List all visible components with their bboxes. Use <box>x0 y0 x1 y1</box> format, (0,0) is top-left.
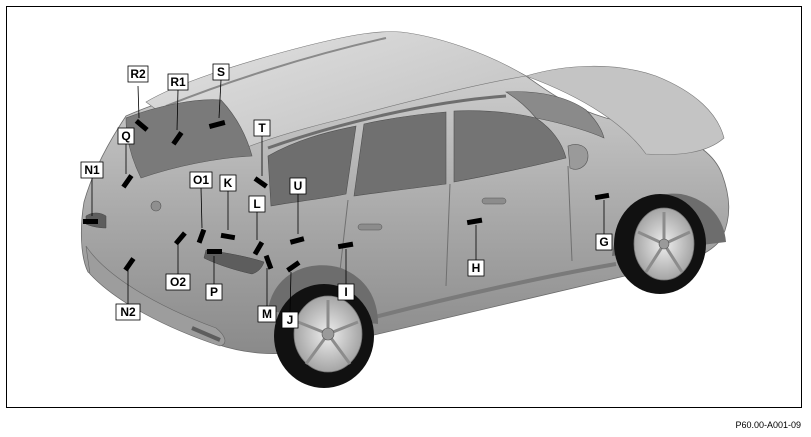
svg-text:T: T <box>258 121 266 135</box>
side-mirror <box>567 144 589 170</box>
marker-u <box>289 236 305 245</box>
label-m: M <box>257 305 277 323</box>
label-o2: O2 <box>165 273 191 291</box>
front-wheel <box>614 194 706 294</box>
svg-text:M: M <box>262 307 272 321</box>
svg-text:L: L <box>253 197 260 211</box>
svg-text:K: K <box>224 176 233 190</box>
svg-text:R2: R2 <box>130 67 146 81</box>
marker-s <box>208 119 226 129</box>
marker-q <box>121 174 134 189</box>
svg-text:R1: R1 <box>170 75 186 89</box>
label-n2: N2 <box>115 303 141 321</box>
label-k: K <box>219 174 237 192</box>
roof-rail <box>267 94 507 150</box>
label-r1: R1 <box>167 73 189 91</box>
label-s: S <box>212 63 230 81</box>
svg-text:O1: O1 <box>193 173 209 187</box>
side-window-front <box>453 110 567 183</box>
door-handle <box>357 223 383 231</box>
marker-n2 <box>123 257 136 272</box>
label-l: L <box>248 195 266 213</box>
svg-text:I: I <box>344 285 347 299</box>
roof-rail-rear <box>165 37 387 107</box>
rear-emblem <box>150 200 162 212</box>
marker-l <box>252 240 265 256</box>
svg-text:N1: N1 <box>84 163 100 177</box>
label-p: P <box>205 283 223 301</box>
marker-h <box>466 217 483 226</box>
marker-o2 <box>173 231 187 246</box>
label-o1: O1 <box>189 171 213 189</box>
svg-text:H: H <box>472 261 481 275</box>
exhaust-trim <box>191 326 221 342</box>
marker-r2 <box>134 118 149 132</box>
marker-i <box>337 241 354 250</box>
label-r2: R2 <box>127 65 149 83</box>
svg-text:G: G <box>599 235 608 249</box>
svg-text:O2: O2 <box>170 275 186 289</box>
leader-lines <box>91 79 605 313</box>
hub <box>321 327 335 341</box>
marker-p <box>207 249 222 254</box>
marker-t <box>253 176 268 189</box>
label-n1: N1 <box>80 161 104 179</box>
label-t: T <box>253 119 271 137</box>
marker-m <box>263 254 274 270</box>
callout-labels: R2 R1 S Q N1 T O1 K <box>80 63 613 329</box>
svg-text:J: J <box>287 313 294 327</box>
label-u: U <box>289 177 307 195</box>
door-seam <box>567 165 573 262</box>
svg-text:Q: Q <box>121 129 130 143</box>
side-window-middle <box>353 111 447 197</box>
svg-text:P: P <box>210 285 218 299</box>
svg-text:U: U <box>294 179 303 193</box>
sensor-markers <box>83 118 610 273</box>
vehicle-sensor-diagram: R2 R1 S Q N1 T O1 K <box>80 31 730 388</box>
svg-text:S: S <box>217 65 225 79</box>
marker-o1 <box>196 228 207 244</box>
label-q: Q <box>117 127 135 145</box>
label-g: G <box>595 233 613 251</box>
marker-g <box>594 192 610 201</box>
rear-wheel <box>274 284 374 388</box>
marker-r1 <box>171 131 184 146</box>
rim-spokes <box>637 212 691 273</box>
svg-text:N2: N2 <box>120 305 136 319</box>
label-i: I <box>337 283 355 301</box>
label-h: H <box>467 259 485 277</box>
side-sill <box>370 262 617 320</box>
figure-code: P60.00-A001-09 <box>735 420 801 430</box>
rear-window <box>125 99 253 179</box>
hub <box>658 238 670 250</box>
car-illustration <box>80 31 730 354</box>
tail-light <box>203 249 265 275</box>
marker-n1 <box>83 219 98 224</box>
marker-j <box>286 260 301 273</box>
car-hood <box>525 65 725 155</box>
label-j: J <box>281 311 299 329</box>
marker-k <box>220 232 236 241</box>
windshield <box>505 91 605 139</box>
door-handle <box>481 197 507 205</box>
door-seam <box>445 183 451 287</box>
